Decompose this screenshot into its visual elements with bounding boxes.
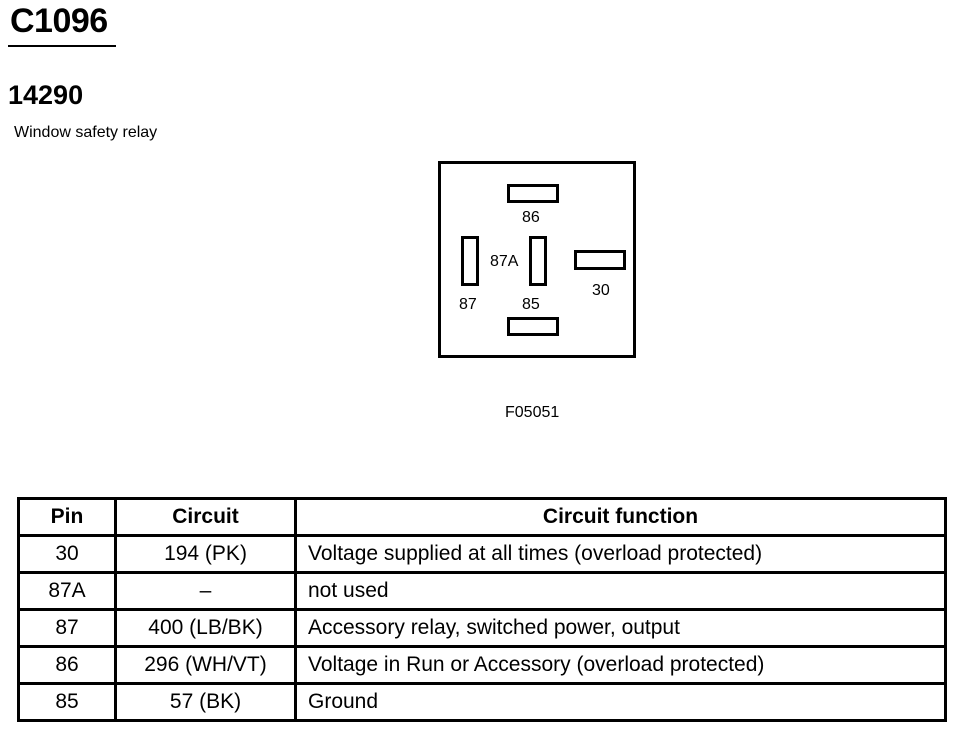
relay-connector-diagram: 86 87 87A 85 30 [438,161,636,358]
pin-cell: 86 [17,645,117,685]
connector-id-underline [8,45,116,47]
column-header-circuit: Circuit [114,497,297,537]
table-header-row: Pin Circuit Circuit function [17,497,947,537]
figure-id: F05051 [505,404,560,421]
pin-cell: 87 [17,608,117,648]
function-cell: Voltage supplied at all times (overload … [294,534,947,574]
function-cell: Accessory relay, switched power, output [294,608,947,648]
terminal-bottom-blade [507,317,559,336]
circuit-cell: 57 (BK) [114,682,297,722]
function-cell: Ground [294,682,947,722]
function-cell: Voltage in Run or Accessory (overload pr… [294,645,947,685]
circuit-cell: 400 (LB/BK) [114,608,297,648]
terminal-85-blade [529,236,547,286]
circuit-cell: – [114,571,297,611]
function-cell: not used [294,571,947,611]
table-row: 85 57 (BK) Ground [17,682,947,722]
table-row: 86 296 (WH/VT) Voltage in Run or Accesso… [17,645,947,685]
circuit-cell: 296 (WH/VT) [114,645,297,685]
terminal-87A-label: 87A [490,253,519,270]
column-header-pin: Pin [17,497,117,537]
part-number: 14290 [8,80,84,110]
pin-cell: 87A [17,571,117,611]
table-row: 30 194 (PK) Voltage supplied at all time… [17,534,947,574]
column-header-circuit-function: Circuit function [294,497,947,537]
connector-id: C1096 [10,2,108,40]
terminal-30-blade [574,250,626,270]
terminal-87-label: 87 [459,296,477,313]
part-description: Window safety relay [14,124,158,141]
terminal-86-label: 86 [522,209,540,226]
terminal-85-label: 85 [522,296,540,313]
pin-cell: 85 [17,682,117,722]
table-row: 87 400 (LB/BK) Accessory relay, switched… [17,608,947,648]
circuit-cell: 194 (PK) [114,534,297,574]
terminal-87-blade [461,236,479,286]
terminal-86-blade [507,184,559,203]
pin-cell: 30 [17,534,117,574]
table-row: 87A – not used [17,571,947,611]
terminal-30-label: 30 [592,282,610,299]
pinout-table: Pin Circuit Circuit function 30 194 (PK)… [17,497,947,722]
